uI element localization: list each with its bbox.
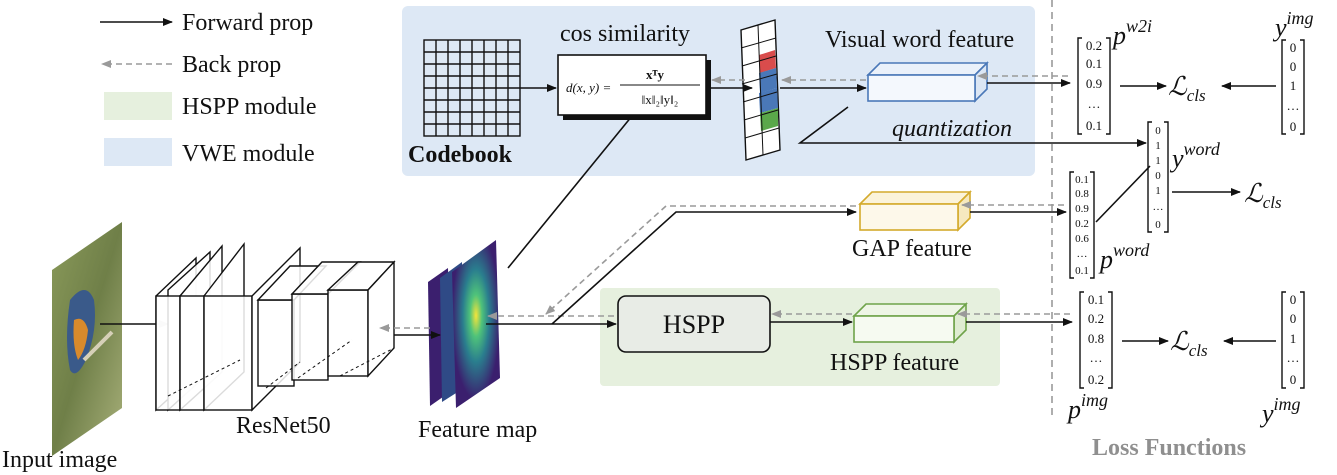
- svg-text:0: 0: [1290, 311, 1297, 326]
- svg-text:…: …: [1088, 96, 1101, 111]
- svg-text:…: …: [1287, 98, 1300, 113]
- svg-text:0.2: 0.2: [1088, 311, 1104, 326]
- svg-text:0: 0: [1155, 219, 1161, 231]
- legend-back-label: Back prop: [182, 52, 281, 78]
- visual-word-feature-box: [866, 61, 989, 103]
- svg-text:1: 1: [1290, 331, 1297, 346]
- svg-text:0: 0: [1290, 292, 1297, 307]
- legend-hspp-label: HSPP module: [182, 94, 316, 120]
- svg-text:0: 0: [1290, 59, 1297, 74]
- svg-text:…: …: [1090, 350, 1103, 365]
- visual-word-feature-label: Visual word feature: [825, 27, 1014, 53]
- formula-lhs: d(x, y) =: [566, 80, 611, 95]
- resnet50-label: ResNet50: [236, 413, 331, 439]
- quantization-label: quantization: [892, 116, 1012, 142]
- l-cls-middle: ℒcls: [1244, 179, 1282, 212]
- svg-text:0.9: 0.9: [1075, 203, 1089, 215]
- resnet50-blocks: [155, 241, 396, 412]
- input-image: [52, 222, 122, 456]
- loss-functions-label: Loss Functions: [1092, 435, 1246, 461]
- p-w2i-symbol: pw2i: [1111, 16, 1152, 50]
- l-cls-top: ℒcls: [1168, 72, 1206, 105]
- l-cls-bottom: ℒcls: [1170, 327, 1208, 360]
- back-gap-to-featuremap: [545, 205, 856, 315]
- gap-feature-box: [858, 190, 972, 232]
- svg-text:0.9: 0.9: [1086, 76, 1102, 91]
- feature-map-label: Feature map: [418, 417, 537, 443]
- svg-text:…: …: [1287, 350, 1300, 365]
- vector-y-img-top: 0 0 1 … 0: [1281, 39, 1305, 135]
- y-img-top-symbol: yimg: [1272, 8, 1314, 42]
- svg-text:0: 0: [1290, 119, 1297, 134]
- legend-hspp-swatch: [104, 92, 172, 120]
- svg-text:0.2: 0.2: [1088, 372, 1104, 387]
- svg-text:0: 0: [1155, 170, 1161, 182]
- vector-y-word: 0 1 1 0 1 … 0: [1147, 121, 1169, 233]
- vector-p-w2i: 0.2 0.1 0.9 … 0.1: [1077, 37, 1111, 135]
- legend-vwe-swatch: [104, 138, 172, 166]
- hspp-label: HSPP: [663, 310, 725, 339]
- codebook-label: Codebook: [408, 142, 513, 168]
- legend: Forward prop Back prop HSPP module VWE m…: [100, 10, 316, 167]
- svg-text:0.2: 0.2: [1086, 38, 1102, 53]
- feature-map: [428, 240, 500, 408]
- svg-text:0.1: 0.1: [1086, 118, 1102, 133]
- legend-vwe-label: VWE module: [182, 141, 315, 167]
- svg-text:…: …: [1077, 248, 1088, 260]
- y-word-symbol: yword: [1169, 139, 1221, 173]
- vector-p-img: 0.1 0.2 0.8 … 0.2: [1079, 291, 1113, 389]
- gap-feature-label: GAP feature: [852, 236, 972, 262]
- svg-text:0.8: 0.8: [1075, 188, 1089, 200]
- y-img-bottom-symbol: yimg: [1259, 394, 1301, 428]
- quantization-path: [797, 106, 1147, 147]
- similarity-grid: [740, 19, 781, 161]
- vector-y-img-bottom: 0 0 1 … 0: [1281, 291, 1305, 389]
- p-word-symbol: pword: [1098, 240, 1150, 274]
- hspp-block: [617, 295, 771, 353]
- pword-to-lcls-diagonal: [1095, 165, 1151, 223]
- svg-text:1: 1: [1155, 140, 1161, 152]
- svg-text:0.2: 0.2: [1075, 218, 1089, 230]
- formula-numerator: xᵀy: [646, 67, 665, 82]
- cos-similarity-label: cos similarity: [560, 21, 690, 47]
- vector-p-word: 0.1 0.8 0.9 0.2 0.6 … 0.1: [1069, 171, 1095, 279]
- p-img-symbol: pimg: [1066, 390, 1108, 424]
- svg-text:…: …: [1153, 201, 1164, 213]
- svg-text:0: 0: [1290, 40, 1297, 55]
- svg-text:0.1: 0.1: [1088, 292, 1104, 307]
- svg-text:0.1: 0.1: [1075, 174, 1089, 186]
- hspp-feature-box: [852, 302, 968, 344]
- vwe-module-bg: [402, 6, 1035, 176]
- svg-text:1: 1: [1155, 185, 1161, 197]
- svg-text:1: 1: [1155, 155, 1161, 167]
- svg-text:0.1: 0.1: [1086, 56, 1102, 71]
- featuremap-to-formula: [507, 115, 633, 269]
- hspp-feature-label: HSPP feature: [830, 350, 959, 376]
- svg-text:0: 0: [1290, 372, 1297, 387]
- svg-text:0: 0: [1155, 125, 1161, 137]
- legend-forward-label: Forward prop: [182, 10, 313, 36]
- input-image-label: Input image: [2, 447, 117, 473]
- arrow-featuremap-to-gap: [551, 208, 857, 325]
- svg-text:0.8: 0.8: [1088, 331, 1104, 346]
- svg-text:0.6: 0.6: [1075, 233, 1089, 245]
- formula-denominator: ‖x‖₂‖y‖₂: [642, 92, 679, 107]
- svg-text:0.1: 0.1: [1075, 265, 1089, 277]
- resnet50-hidden-edges: [167, 339, 395, 397]
- svg-text:1: 1: [1290, 78, 1297, 93]
